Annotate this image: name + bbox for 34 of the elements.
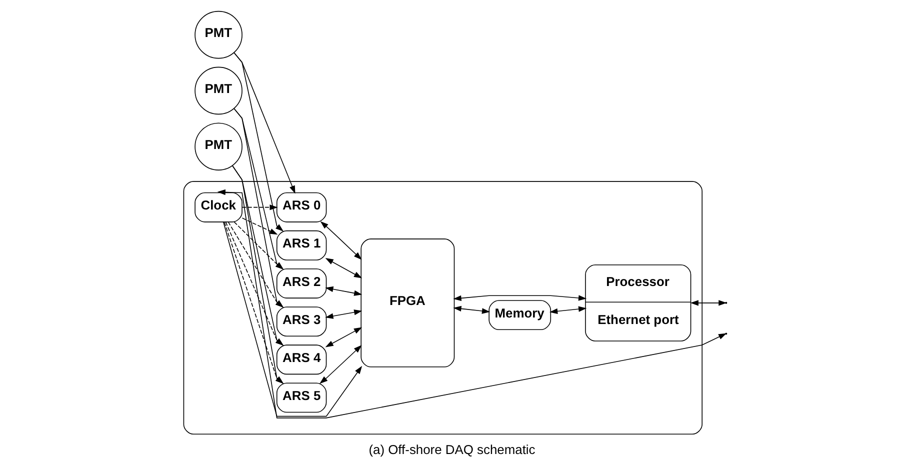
arrow xyxy=(224,222,284,346)
arrow xyxy=(324,327,362,348)
node-box: ARS 1 xyxy=(276,230,326,260)
arrow xyxy=(227,222,284,308)
arrow xyxy=(233,52,284,232)
node-box: Memory xyxy=(488,300,551,330)
arrow xyxy=(452,306,490,314)
arrow xyxy=(548,306,586,314)
arrow xyxy=(233,108,284,308)
arrow xyxy=(320,221,362,260)
node-box: Clock xyxy=(194,192,242,222)
node-box: ARS 3 xyxy=(276,306,326,337)
arrow xyxy=(324,286,362,296)
caption: (a) Off-shore DAQ schematic xyxy=(368,442,535,458)
node-box: ARS 5 xyxy=(276,382,326,413)
arrow xyxy=(222,222,362,417)
node-circle: PMT xyxy=(194,66,242,115)
arrow xyxy=(324,258,362,278)
arrow xyxy=(241,218,278,235)
cluster xyxy=(182,181,702,435)
arrow xyxy=(233,222,284,270)
arrow xyxy=(690,300,726,306)
arrow xyxy=(232,166,284,384)
node-box: ARS 4 xyxy=(276,344,326,375)
node-circle: PMT xyxy=(194,10,242,59)
node-box: ARS 0 xyxy=(276,192,326,222)
arrow xyxy=(452,295,586,301)
node-box: FPGA xyxy=(360,238,454,368)
arrow xyxy=(241,204,278,210)
arrow xyxy=(319,345,362,384)
arrow xyxy=(223,222,284,384)
arrow xyxy=(324,310,362,319)
node-box: ARS 2 xyxy=(276,268,326,298)
node-circle: PMT xyxy=(194,122,242,170)
